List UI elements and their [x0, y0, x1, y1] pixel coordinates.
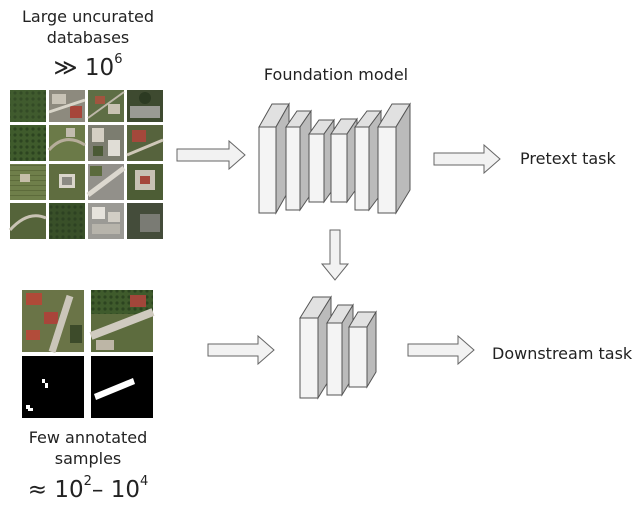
network-layer	[258, 102, 290, 215]
aerial-image-tile	[127, 203, 163, 239]
segmentation-mask-tile	[22, 356, 84, 418]
right-arrow-icon	[407, 334, 475, 366]
bottom-dataset-count-base2: – 10	[91, 477, 140, 503]
aerial-image-tile	[88, 203, 124, 239]
network-layer	[354, 109, 382, 212]
aerial-image-tile	[22, 290, 84, 354]
downstream-model-network	[299, 295, 377, 400]
right-arrow-icon	[433, 143, 501, 175]
bottom-dataset-label-line2: samples	[54, 449, 122, 468]
aerial-image-tile	[88, 125, 124, 161]
aerial-image-tile	[10, 125, 46, 161]
top-image-grid	[8, 90, 164, 239]
aerial-image-tile	[49, 164, 85, 200]
top-dataset-count-exp: 6	[114, 52, 123, 67]
top-dataset-count: ≫ 106	[8, 52, 168, 81]
aerial-image-tile	[126, 125, 164, 161]
aerial-image-tile	[10, 164, 46, 200]
aerial-image-tile	[127, 164, 163, 200]
aerial-image-tile	[49, 203, 85, 239]
right-arrow-icon	[207, 334, 275, 366]
top-dataset-count-base: ≫ 10	[53, 55, 115, 81]
foundation-model-network	[258, 102, 411, 215]
aerial-image-tile	[86, 164, 126, 200]
bottom-dataset-count: ≈ 102– 104	[8, 474, 168, 503]
pretext-task-label: Pretext task	[520, 149, 616, 168]
aerial-image-tile	[10, 90, 46, 122]
aerial-image-tile	[8, 203, 47, 239]
top-dataset-label: Large uncurated databases	[8, 6, 168, 48]
bottom-dataset-count-exp1: 2	[83, 474, 92, 489]
aerial-image-tile	[48, 90, 86, 122]
bottom-dataset-label: Few annotated samples	[8, 427, 168, 469]
downstream-task-label: Downstream task	[492, 344, 633, 363]
down-arrow-icon	[320, 229, 350, 281]
right-arrow-icon	[176, 139, 246, 171]
aerial-image-tile	[47, 125, 86, 161]
network-layer	[285, 109, 312, 212]
bottom-image-grid	[22, 290, 155, 418]
bottom-dataset-count-exp2: 4	[139, 474, 149, 489]
network-layer	[348, 310, 377, 389]
network-layer	[308, 118, 335, 204]
bottom-dataset-label-line1: Few annotated	[28, 428, 148, 447]
top-dataset-label-line1: Large uncurated	[22, 7, 154, 26]
aerial-image-tile	[87, 90, 125, 122]
foundation-model-label: Foundation model	[263, 65, 409, 84]
network-layer	[330, 117, 358, 204]
segmentation-mask-tile	[91, 356, 153, 418]
network-layer	[377, 102, 411, 215]
network-layer	[299, 295, 332, 400]
bottom-dataset-count-base1: ≈ 10	[27, 477, 84, 503]
top-dataset-label-line2: databases	[46, 28, 130, 47]
aerial-image-tile	[127, 90, 163, 122]
aerial-image-tile	[89, 290, 155, 352]
